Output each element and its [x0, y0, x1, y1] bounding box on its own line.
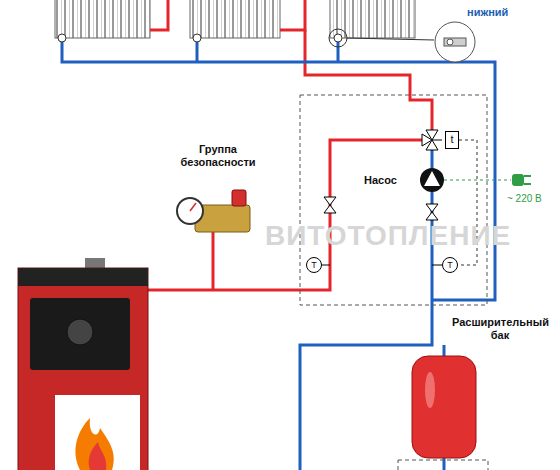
- supply-pipe: [305, 30, 432, 132]
- valve-detail: [447, 39, 453, 45]
- fire-window: [55, 395, 140, 470]
- thermometer-stem: [432, 265, 442, 266]
- boiler-panel: [18, 268, 148, 286]
- voltage-label: ~ 220 В: [505, 193, 544, 204]
- node-text: T: [443, 258, 457, 272]
- thermometer-stem: [322, 265, 330, 266]
- thermometer-circle: T: [442, 257, 458, 273]
- node-text: Расширительный бак: [452, 316, 548, 341]
- thermostat-box: t: [445, 131, 459, 149]
- actuator-stem: [432, 140, 442, 141]
- unit-frame: [300, 95, 487, 305]
- radiator: [190, 0, 280, 38]
- shutoff-valve: [324, 197, 438, 220]
- radiator-valve: [58, 34, 66, 42]
- valve-part: [324, 197, 336, 205]
- return-pipe: [443, 345, 446, 356]
- leader-line: [347, 38, 434, 40]
- relief-valve: [232, 190, 246, 206]
- valve-part: [426, 212, 438, 220]
- valve-part: [324, 205, 336, 213]
- boiler-door: [30, 298, 130, 370]
- return-pipe: [62, 38, 495, 300]
- valve-part: [426, 140, 438, 150]
- node-text: Насос: [364, 174, 397, 187]
- plug-pin: [524, 183, 531, 185]
- flame: [89, 442, 107, 470]
- expansion-tank: [412, 356, 476, 458]
- radiator: [330, 0, 415, 38]
- tank-label: Расширительный бак: [452, 316, 548, 342]
- callout-circle: [329, 29, 347, 47]
- pump-symbol: [424, 171, 440, 186]
- flame: [75, 418, 113, 470]
- power-line: [444, 180, 511, 181]
- label-text: нижний: [467, 6, 508, 18]
- supply-pipe: [280, 0, 305, 30]
- label-text: ВИТОТОПЛЕНИЕ: [265, 220, 511, 251]
- valve-detail: [444, 38, 466, 46]
- part-label: нижний: [467, 6, 508, 18]
- label-text: ~ 220 В: [507, 193, 542, 204]
- boiler-body: [18, 268, 148, 470]
- power-plug: [512, 174, 531, 186]
- supply-pipe: [212, 232, 215, 290]
- boiler-fan: [67, 319, 93, 345]
- radiator-valve: [193, 34, 201, 42]
- heading-label: Группа безопасности: [170, 143, 266, 169]
- gauge-needle: [190, 203, 196, 211]
- supply-pipe: [150, 0, 168, 30]
- valve-part: [426, 204, 438, 212]
- radiator-valve: [334, 34, 342, 42]
- supply-pipe: [148, 140, 422, 290]
- radiator: [55, 0, 150, 38]
- pump-label: Насос: [364, 174, 397, 187]
- valve-part: [426, 130, 438, 140]
- node-text: Группа безопасности: [170, 143, 266, 168]
- tank-highlight: [425, 372, 435, 408]
- pump-symbol: [420, 168, 444, 192]
- plug-pin: [524, 175, 531, 177]
- watermark: ВИТОТОПЛЕНИЕ: [265, 220, 511, 252]
- pressure-gauge: [177, 198, 203, 224]
- zoom-circle: [435, 22, 475, 62]
- node-text: T: [307, 258, 321, 272]
- thermometer-circle: T: [306, 257, 322, 273]
- node-text: t: [450, 133, 454, 146]
- unit-frame: [398, 460, 488, 470]
- plug-body: [512, 174, 524, 186]
